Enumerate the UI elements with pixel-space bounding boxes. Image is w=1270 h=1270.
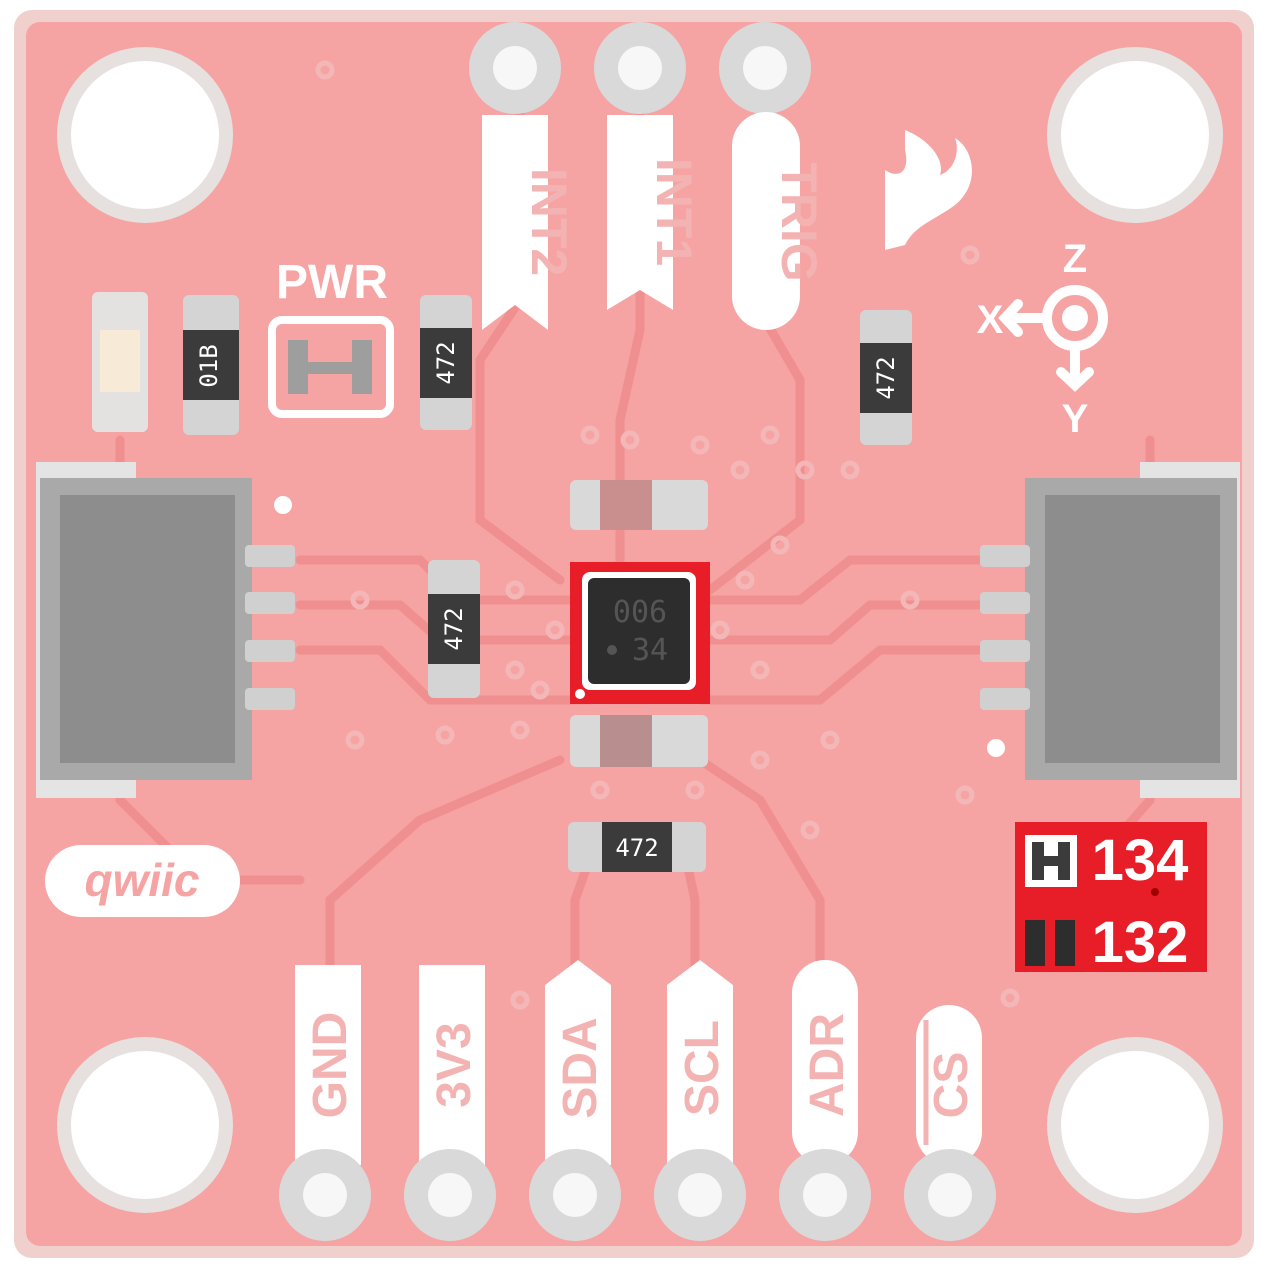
- chip-marking-line2: 34: [632, 633, 668, 668]
- resistor-r1: 472: [420, 295, 472, 430]
- pin-adr: ADR: [779, 960, 871, 1241]
- bottom-pin-header: GND 3V3 SDA SCL ADR CS: [279, 960, 996, 1241]
- pin-3v3: 3V3: [404, 965, 496, 1241]
- mounting-holes: [57, 47, 1223, 1213]
- resistor-r3-code: 472: [440, 607, 468, 650]
- pin-gnd: GND: [279, 965, 371, 1241]
- pin-int1: INT1: [594, 22, 702, 310]
- chip-marking-line1: 006: [613, 595, 667, 630]
- jumper-label-134: 134: [1092, 828, 1189, 893]
- pwr-jumper: [268, 316, 394, 418]
- pin-sda: SDA: [529, 960, 621, 1241]
- resistor-r4: 472: [568, 822, 706, 872]
- pin-int2: INT2: [469, 22, 577, 330]
- axis-indicator: [998, 285, 1108, 392]
- fiducial: [274, 496, 292, 514]
- resistor-r1-code: 472: [432, 341, 460, 384]
- resistor-r2-code: 472: [872, 356, 900, 399]
- led-resistor: 01B: [183, 295, 239, 435]
- qwiic-logo-text: qwiic: [84, 854, 199, 906]
- pin-label-adr: ADR: [801, 1013, 854, 1117]
- pin-label-int2: INT2: [521, 168, 577, 276]
- pin-label-sda: SDA: [554, 1017, 607, 1118]
- pin-label-cs: CS: [925, 1052, 978, 1119]
- pin-label-3v3: 3V3: [428, 1022, 481, 1107]
- pin-scl: SCL: [654, 960, 746, 1241]
- axis-label-x: X: [977, 298, 1004, 342]
- sparkfun-flame-icon: [885, 130, 972, 250]
- pin-label-int1: INT1: [646, 158, 702, 266]
- resistor-r3: 472: [428, 560, 480, 698]
- resistor-r2: 472: [860, 310, 912, 445]
- vias: [315, 60, 1020, 1010]
- pin-trig: TRIG: [719, 22, 827, 330]
- axis-label-z: Z: [1063, 237, 1087, 281]
- qwiic-logo: qwiic: [45, 845, 240, 917]
- jumper-label-132: 132: [1092, 910, 1189, 975]
- address-jumper: 134 132: [1015, 822, 1207, 975]
- pwr-label: PWR: [276, 256, 388, 309]
- top-pin-header: INT2 INT1 TRIG: [469, 22, 827, 330]
- pin-cs: CS: [904, 1005, 996, 1241]
- capacitors: [570, 480, 708, 767]
- resistor-r4-code: 472: [615, 834, 658, 862]
- qwiic-connector-right: [980, 462, 1240, 798]
- sensor-chip: 006 34: [570, 562, 710, 704]
- qwiic-connector-left: [36, 462, 295, 798]
- power-led: [92, 292, 148, 432]
- pin-label-scl: SCL: [676, 1020, 729, 1116]
- axis-label-y: Y: [1062, 397, 1089, 441]
- fiducial: [987, 739, 1005, 757]
- pin-label-trig: TRIG: [771, 162, 827, 281]
- pin-label-gnd: GND: [304, 1012, 357, 1119]
- led-resistor-code: 01B: [195, 344, 223, 387]
